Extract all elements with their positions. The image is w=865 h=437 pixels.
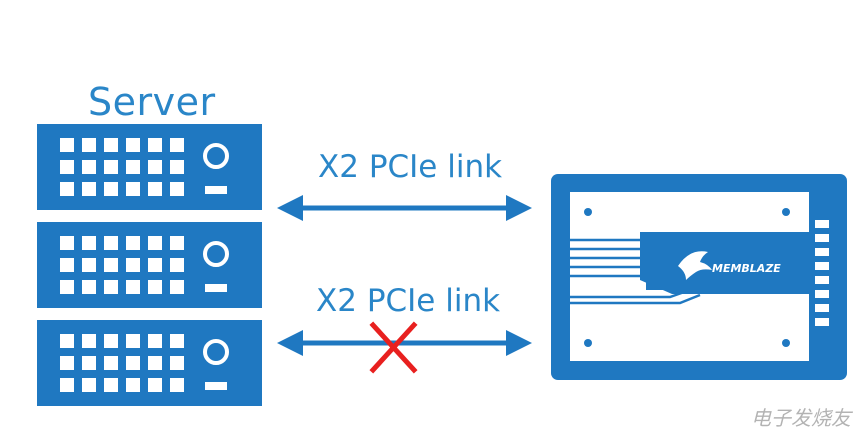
- power-button-icon: [203, 339, 229, 365]
- server-unit-2: [37, 222, 262, 308]
- ssd-device: MEMBLAZE: [551, 174, 847, 380]
- dolphin-logo-icon: [678, 251, 712, 280]
- screw-hole-icon: [584, 208, 592, 216]
- link-failure-x-icon: [369, 321, 418, 374]
- screw-hole-icon: [782, 208, 790, 216]
- power-button-icon: [203, 241, 229, 267]
- power-button-icon: [203, 143, 229, 169]
- screw-hole-icon: [782, 339, 790, 347]
- link-label-bottom: X2 PCIe link: [316, 283, 501, 319]
- link-arrow-bottom: [277, 330, 532, 356]
- server-title: Server: [88, 80, 216, 124]
- link-label-top: X2 PCIe link: [318, 149, 503, 185]
- server-unit-3: [37, 320, 262, 406]
- screw-hole-icon: [584, 339, 592, 347]
- watermark-text: 电子发烧友: [751, 406, 851, 430]
- link-arrow-top: [277, 195, 532, 221]
- server-unit-1: [37, 124, 262, 210]
- brand-logo-text: MEMBLAZE: [712, 262, 781, 275]
